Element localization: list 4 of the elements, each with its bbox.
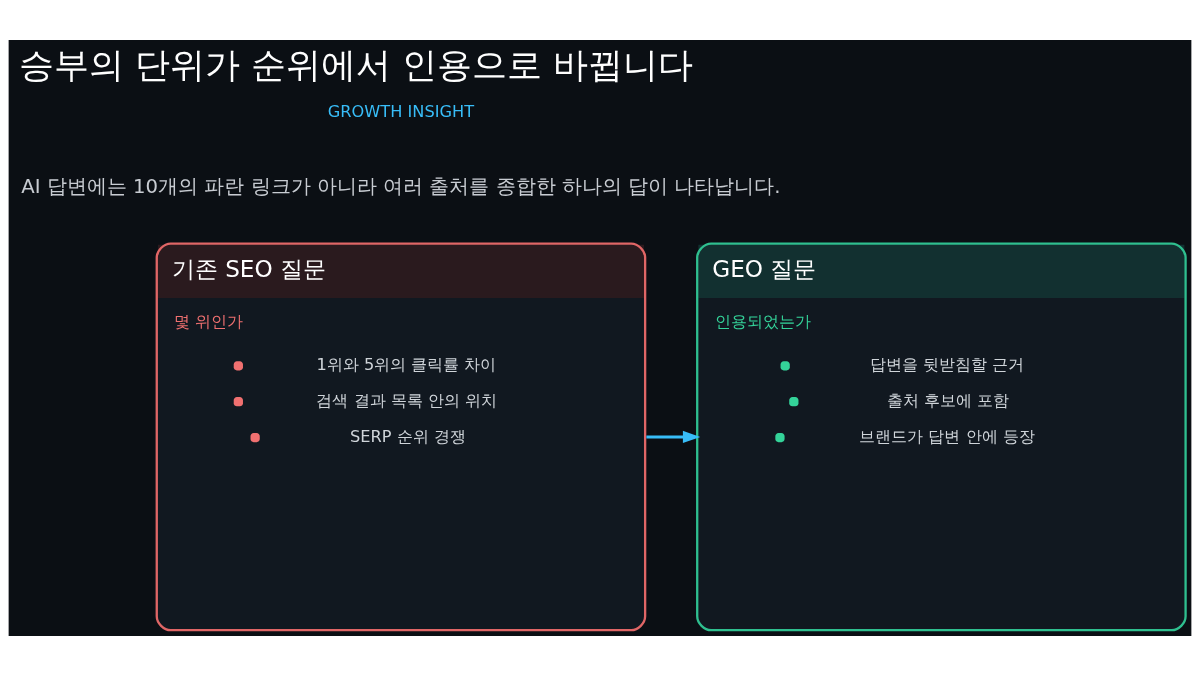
diagram-title: 승부의 단위가 순위에서 인용으로 바뀝니다 bbox=[19, 44, 694, 85]
arrow bbox=[646, 430, 701, 443]
label: AI 답변에는 10개의 파란 링크가 아니라 여러 출처를 종합한 하나의 답이 나타납니다. bbox=[21, 174, 781, 198]
label: GROWTH INSIGHT bbox=[327, 101, 475, 121]
